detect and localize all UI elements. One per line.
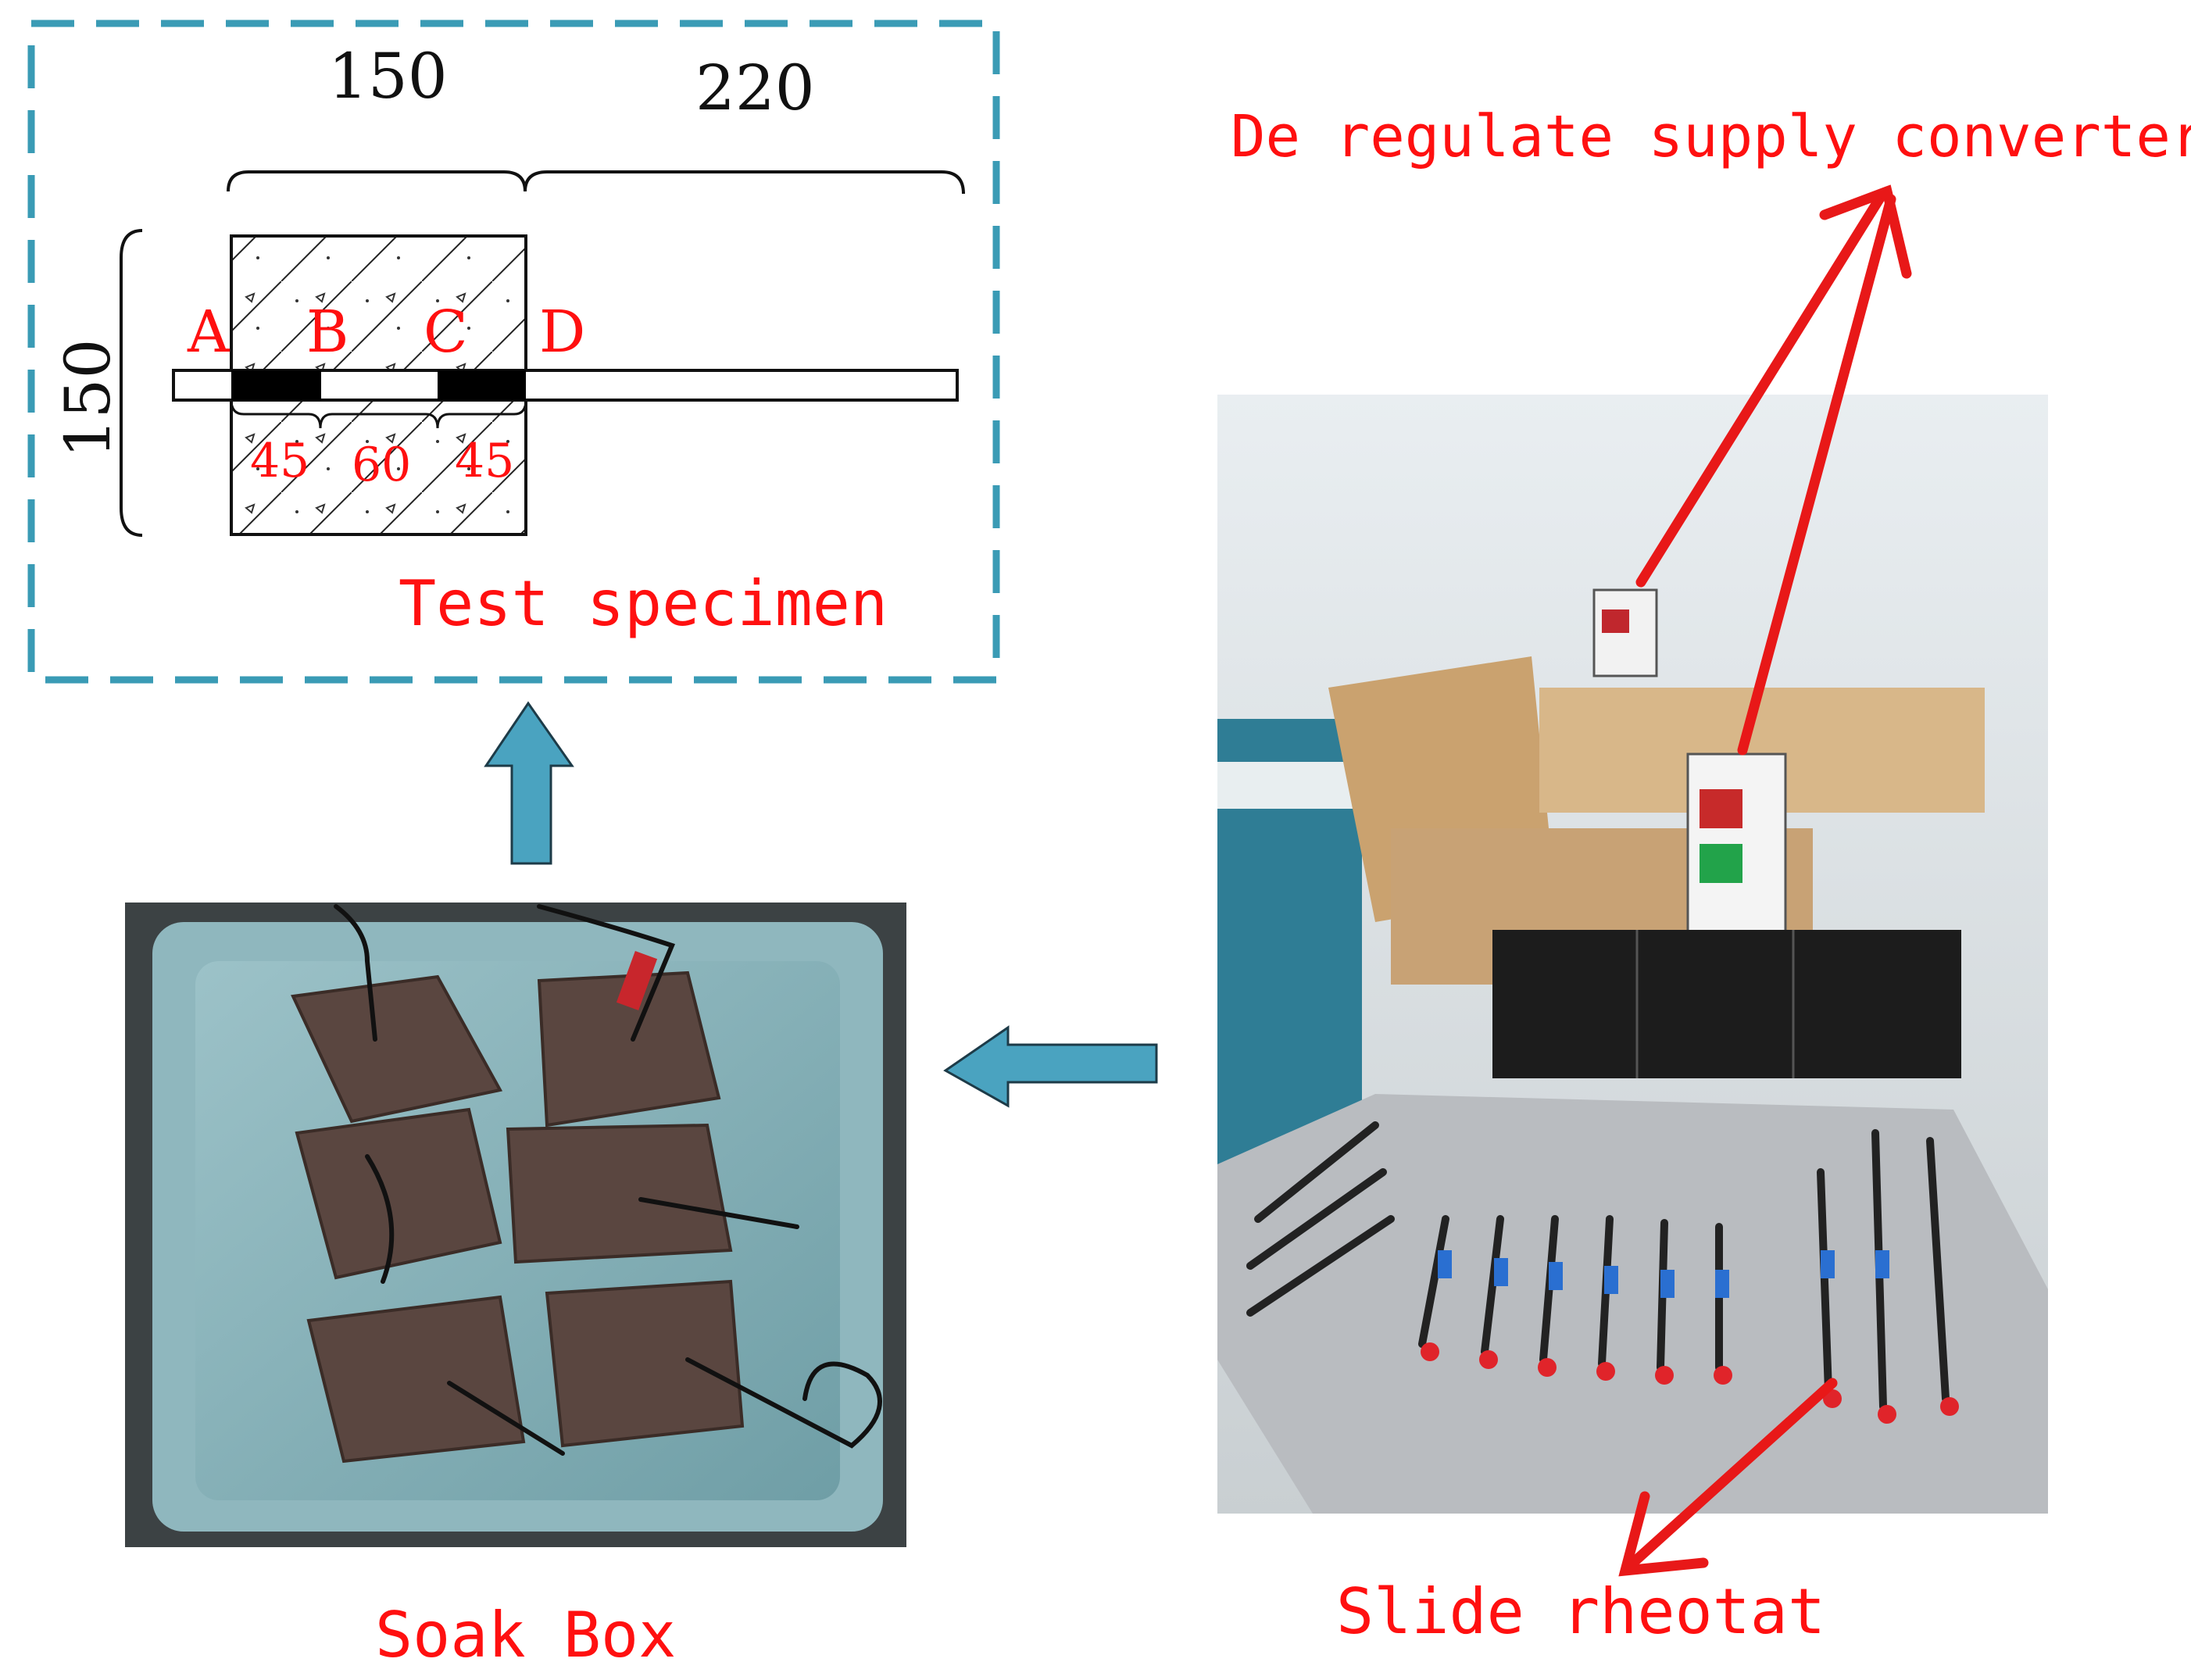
power-supply-label: De regulate supply converter [1231, 103, 2191, 170]
rheostat-label: Slide rheotat [1336, 1575, 1825, 1648]
dashed-frame [27, 20, 1000, 684]
dimension-side: 150 [52, 339, 124, 459]
dimension-top-left: 150 [328, 40, 448, 113]
dimension-top-right: 220 [695, 52, 815, 124]
slide-rheostats [1246, 1121, 1950, 1410]
lab-setup-photo [1217, 395, 2048, 1514]
coating-segment-ab [231, 370, 321, 400]
point-label-d: D [539, 298, 585, 366]
point-label-a: A [187, 298, 231, 366]
segment-label-1: 45 [250, 434, 309, 488]
soaked-specimens [291, 970, 745, 1464]
point-label-c: C [424, 298, 468, 366]
left-flow-arrow [943, 1025, 1158, 1108]
schematic-caption: Test specimen [399, 567, 888, 640]
schematic-panel: 150 220 150 A B C D 45 60 45 Test specim… [27, 20, 1000, 684]
point-label-b: B [306, 298, 348, 366]
segment-braces [230, 399, 527, 429]
pointer-arrows [1618, 184, 1912, 1577]
up-flow-arrow [484, 701, 574, 865]
soak-box-photo [125, 903, 906, 1547]
segment-label-2: 60 [352, 438, 411, 492]
segment-label-3: 45 [455, 434, 514, 488]
power-supply-units [1592, 588, 1787, 943]
coating-segment-cd [438, 370, 526, 400]
soak-box-caption: Soak Box [375, 1599, 676, 1671]
top-brace [227, 170, 965, 195]
side-brace [120, 229, 143, 537]
